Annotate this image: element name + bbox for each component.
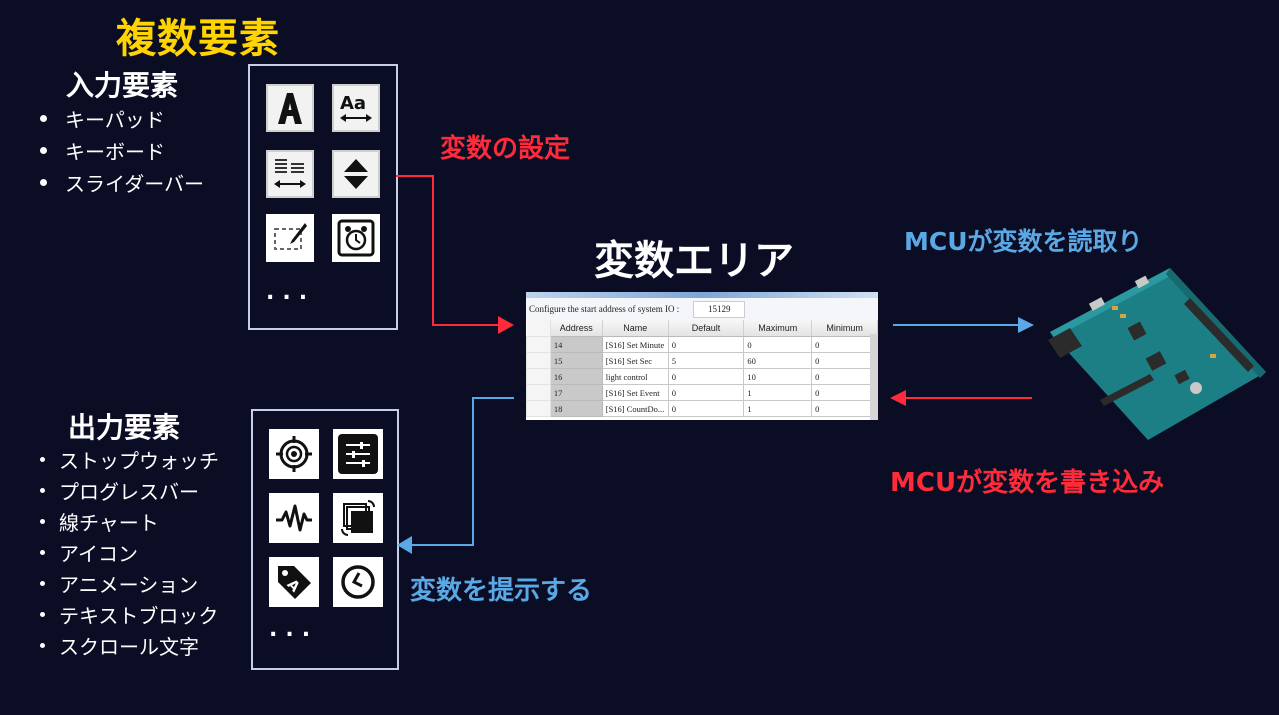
default-cell[interactable]: 0 <box>667 400 745 417</box>
table-row[interactable]: 17 [S16] Set Event 0 1 0 <box>526 384 878 401</box>
mcu-board-image <box>1048 268 1266 440</box>
minimum-cell[interactable]: 0 <box>811 352 878 369</box>
mcu-read-arrow <box>893 317 1034 333</box>
variable-table-window: Configure the start address of system IO… <box>526 292 878 420</box>
maximum-cell[interactable]: 1 <box>743 400 813 417</box>
name-cell[interactable]: [S16] Set Event <box>601 384 669 401</box>
list-item: キーボード <box>40 134 204 166</box>
bullet-icon <box>40 550 45 555</box>
address-cell: 15 <box>549 352 603 369</box>
mcu-read-label: MCUが変数を読取り <box>904 227 1143 256</box>
input-elements-heading: 入力要素 <box>66 69 179 102</box>
input-icons-panel: Aa ... <box>248 64 398 330</box>
bullet-icon <box>40 457 45 462</box>
layers-rotate-icon <box>333 493 383 543</box>
list-item: ストップウォッチ <box>40 444 219 475</box>
column-header-address[interactable]: Address <box>550 320 603 337</box>
waveform-icon <box>269 493 319 543</box>
mcu-write-arrow <box>890 390 1032 406</box>
column-header-minimum[interactable]: Minimum <box>811 320 878 337</box>
default-cell[interactable]: 0 <box>667 384 745 401</box>
list-item: 線チャート <box>40 506 219 537</box>
output-elements-heading: 出力要素 <box>68 411 181 444</box>
minimum-cell[interactable]: 0 <box>811 368 878 385</box>
maximum-cell[interactable]: 1 <box>743 384 813 401</box>
mcu-write-label: MCUが変数を書き込み <box>890 468 1165 498</box>
sliders-icon <box>333 429 383 479</box>
bullet-icon <box>40 519 45 524</box>
bullet-icon <box>40 488 45 493</box>
bullet-icon <box>40 581 45 586</box>
variable-area-title: 変数エリア <box>594 238 794 284</box>
more-indicator: ... <box>269 617 319 642</box>
default-cell[interactable]: 0 <box>667 368 745 385</box>
table-scrollbar[interactable] <box>870 334 878 420</box>
up-down-spinner-icon <box>332 150 380 198</box>
minimum-cell[interactable]: 0 <box>811 336 878 353</box>
set-variable-arrow <box>396 175 514 334</box>
bullet-icon <box>40 146 47 154</box>
table-header-row: Address Name Default Maximum Minimum <box>526 320 878 337</box>
bullet-icon <box>40 612 45 617</box>
default-cell[interactable]: 0 <box>667 336 745 353</box>
column-header-maximum[interactable]: Maximum <box>743 320 813 337</box>
list-item: プログレスバー <box>40 475 219 506</box>
window-titlebar <box>526 292 878 298</box>
table-row[interactable]: 14 [S16] Set Minute 0 0 0 <box>526 336 878 353</box>
list-item: テキストブロック <box>40 599 219 630</box>
font-resize-icon: Aa <box>332 84 380 132</box>
minimum-cell[interactable]: 0 <box>811 400 878 417</box>
name-cell[interactable]: [S16] Set Minute <box>601 336 669 353</box>
bullet-icon <box>40 643 45 648</box>
maximum-cell[interactable]: 0 <box>743 336 813 353</box>
table-row[interactable]: 16 light control 0 10 0 <box>526 368 878 385</box>
maximum-cell[interactable]: 10 <box>743 368 813 385</box>
list-item: キーパッド <box>40 102 204 134</box>
tag-icon: A <box>269 557 319 607</box>
name-cell[interactable]: light control <box>601 368 669 385</box>
list-item: スクロール文字 <box>40 630 219 661</box>
table-row[interactable]: 18 [S16] CountDo... 0 1 0 <box>526 400 878 417</box>
address-cell: 14 <box>549 336 603 353</box>
start-address-config: Configure the start address of system IO… <box>526 298 878 320</box>
alarm-clock-icon <box>332 214 380 262</box>
default-cell[interactable]: 5 <box>667 352 745 369</box>
minimum-cell[interactable]: 0 <box>811 384 878 401</box>
set-variable-label: 変数の設定 <box>440 134 571 164</box>
list-item: スライダーバー <box>40 166 204 198</box>
output-elements-list: ストップウォッチ プログレスバー 線チャート アイコン アニメーション テキスト… <box>40 444 219 661</box>
present-variable-label: 変数を提示する <box>410 576 593 606</box>
output-icons-panel: A ... <box>251 409 399 670</box>
row-header-corner <box>526 320 551 337</box>
variable-table: Address Name Default Maximum Minimum 14 … <box>526 320 878 417</box>
bullet-icon <box>40 114 47 122</box>
address-cell: 16 <box>549 368 603 385</box>
list-item: アニメーション <box>40 568 219 599</box>
start-address-input[interactable]: 15129 <box>693 300 746 318</box>
target-icon <box>269 429 319 479</box>
clock-icon <box>333 557 383 607</box>
slide-title: 複数要素 <box>116 16 280 62</box>
name-cell[interactable]: [S16] Set Sec <box>601 352 669 369</box>
name-cell[interactable]: [S16] CountDo... <box>601 400 669 417</box>
column-header-default[interactable]: Default <box>668 320 745 337</box>
bullet-icon <box>40 178 47 186</box>
present-variable-arrow <box>397 397 514 554</box>
image-edit-icon <box>266 214 314 262</box>
address-cell: 18 <box>549 400 603 417</box>
text-letter-icon <box>266 84 314 132</box>
start-address-label: Configure the start address of system IO… <box>529 304 680 314</box>
address-cell: 17 <box>549 384 603 401</box>
more-indicator: ... <box>266 280 316 305</box>
text-align-icon <box>266 150 314 198</box>
column-header-name[interactable]: Name <box>602 320 669 337</box>
svg-text:Aa: Aa <box>340 93 366 114</box>
maximum-cell[interactable]: 60 <box>743 352 813 369</box>
list-item: アイコン <box>40 537 219 568</box>
table-row[interactable]: 15 [S16] Set Sec 5 60 0 <box>526 352 878 369</box>
input-elements-list: キーパッド キーボード スライダーバー <box>40 102 204 198</box>
